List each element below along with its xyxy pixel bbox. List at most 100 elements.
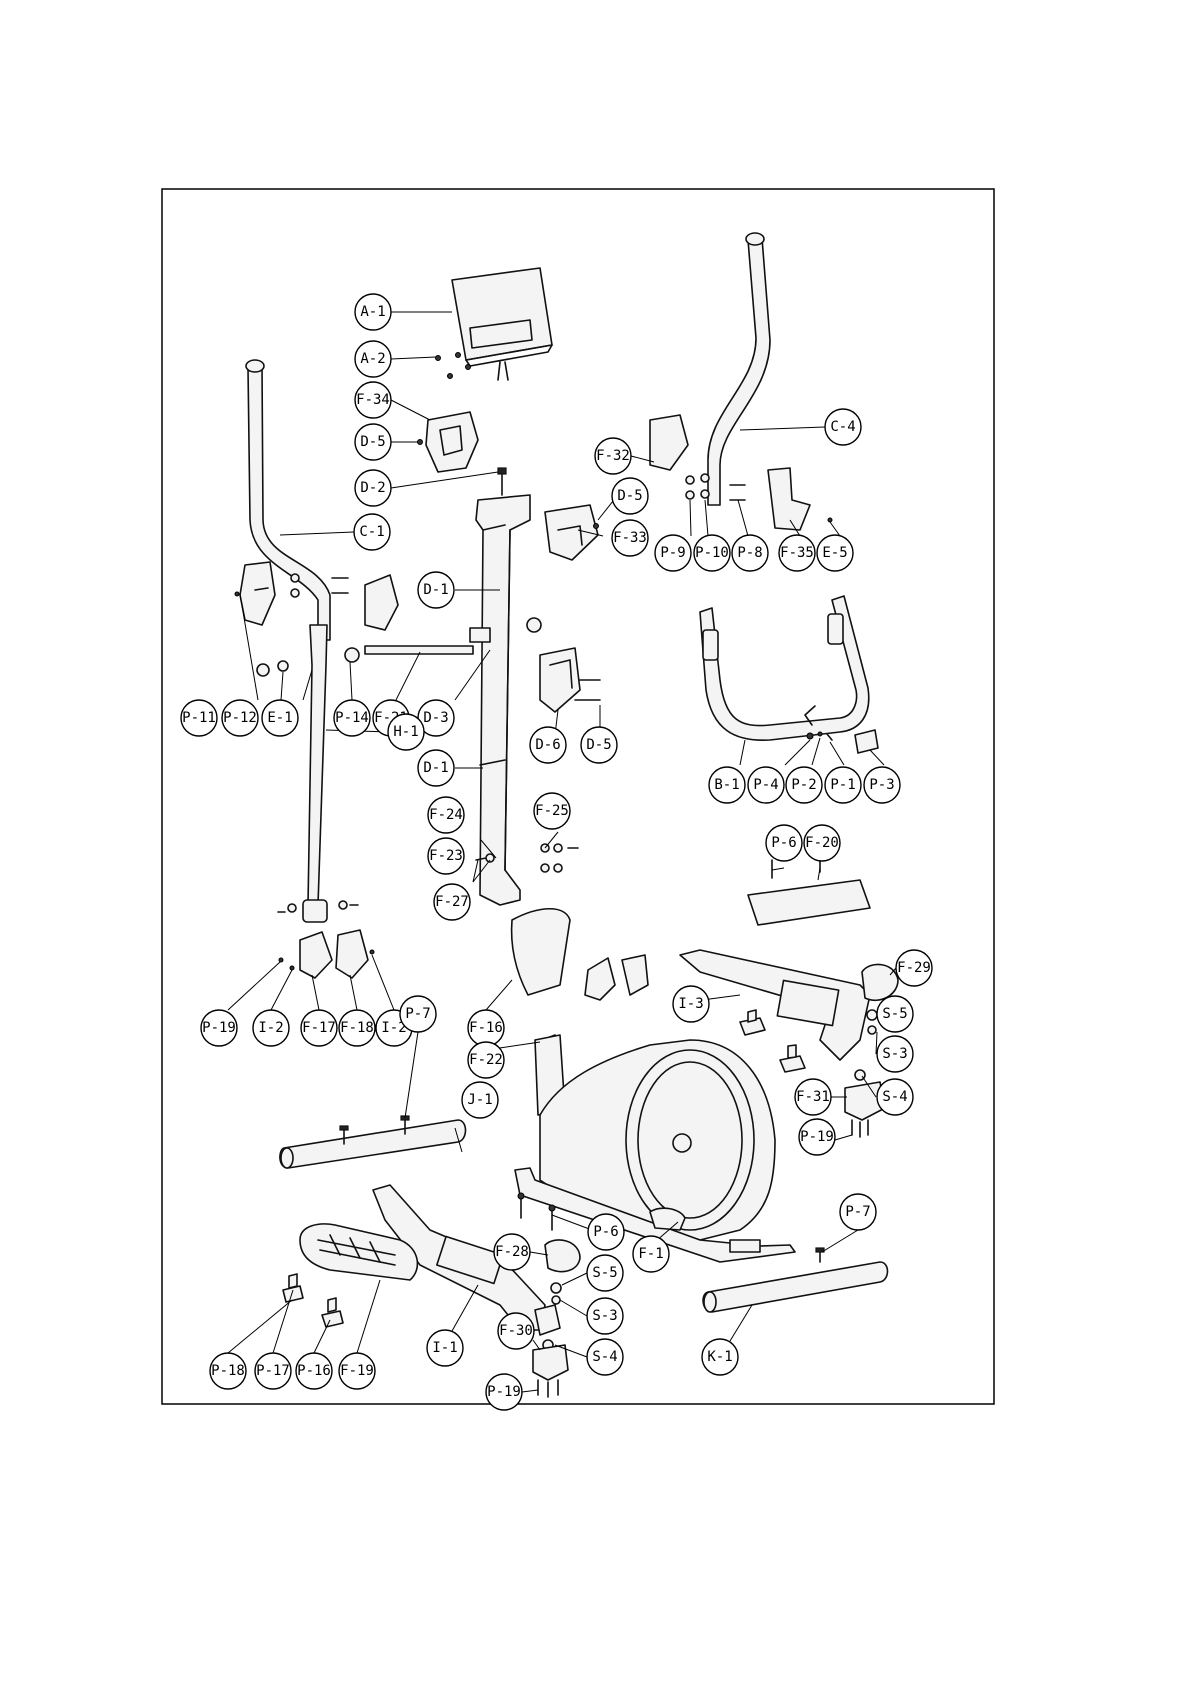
callout-e5-label: E-5	[822, 545, 847, 561]
f28-cap-part	[544, 1239, 581, 1273]
callout-s4-left-label: S-4	[592, 1349, 617, 1365]
f35-cover-part	[767, 467, 811, 531]
rear-stabilizer-part	[702, 1247, 889, 1313]
callout-d2-label: D-2	[360, 480, 385, 496]
main-frame-part	[514, 1034, 796, 1263]
callout-f18: F-18	[338, 1009, 376, 1047]
callout-k1: K-1	[701, 1338, 739, 1376]
right-screws-part	[851, 1119, 869, 1138]
callout-c4-label: C-4	[830, 419, 855, 435]
callout-e5: E-5	[816, 534, 854, 572]
callout-d2: D-2	[354, 469, 392, 507]
callout-p7-left: P-7	[399, 995, 437, 1033]
callout-p12-label: P-12	[223, 710, 257, 726]
leader-lines	[227, 311, 897, 1393]
callout-p1: P-1	[824, 766, 862, 804]
callout-d3: D-3	[417, 699, 455, 737]
callout-f30: F-30	[497, 1312, 535, 1350]
callout-p6-top: P-6	[765, 824, 803, 862]
d5-screw-right-part	[593, 523, 599, 529]
callout-f27: F-27	[433, 883, 471, 921]
callout-h1-label: H-1	[393, 724, 418, 740]
pulse-sensor-part	[806, 729, 879, 754]
callout-d1-top: D-1	[417, 571, 455, 609]
callout-p9: P-9	[654, 534, 692, 572]
console-screws-part	[435, 352, 471, 379]
callout-p12: P-12	[221, 699, 259, 737]
callout-f18-label: F-18	[340, 1020, 374, 1036]
callout-p19-bottom: P-19	[485, 1373, 523, 1411]
callout-f32: F-32	[594, 437, 632, 475]
callout-f16: F-16	[467, 1009, 505, 1047]
callout-f19: F-19	[338, 1352, 376, 1390]
callout-s4-right-label: S-4	[882, 1089, 907, 1105]
callout-f1-label: F-1	[638, 1246, 663, 1262]
callout-f29-label: F-29	[897, 960, 931, 976]
callout-d1-top-label: D-1	[423, 582, 448, 598]
callout-a2: A-2	[354, 340, 392, 378]
callout-d5-mid-label: D-5	[586, 737, 611, 753]
callout-f35: F-35	[778, 534, 816, 572]
callout-d5-right: D-5	[611, 477, 649, 515]
f33-cover-part	[544, 504, 599, 561]
f30-cover-part	[532, 1344, 569, 1381]
callout-f24-label: F-24	[429, 807, 463, 823]
d6-bracket-part	[539, 647, 601, 713]
callout-p1-label: P-1	[830, 777, 855, 793]
callout-a1: A-1	[354, 293, 392, 331]
callout-p14-label: P-14	[335, 710, 369, 726]
callout-f23-label: F-23	[429, 848, 463, 864]
d5-screw-part	[417, 439, 423, 445]
console-part	[451, 267, 553, 381]
callout-s3-left-label: S-3	[592, 1308, 617, 1324]
callout-d3-label: D-3	[423, 710, 448, 726]
right-arm-part	[707, 232, 771, 506]
main-post-part	[475, 494, 531, 906]
callout-d5-mid: D-5	[580, 726, 618, 764]
callout-b1-label: B-1	[714, 777, 739, 793]
callout-s3-right: S-3	[876, 1035, 914, 1073]
left-upper-cover-part	[239, 561, 276, 626]
rear-cover-part	[510, 908, 571, 996]
left-arm-part	[245, 359, 331, 641]
callout-f23: F-23	[427, 837, 465, 875]
callout-f30-label: F-30	[499, 1323, 533, 1339]
right-pedal-arm-part	[679, 949, 871, 1061]
callout-j1: J-1	[461, 1081, 499, 1119]
frame-bolts-part	[517, 1192, 556, 1231]
rear-small-covers-part	[584, 954, 649, 1001]
callout-i3: I-3	[672, 985, 710, 1023]
callout-f1: F-1	[632, 1235, 670, 1273]
callout-d5-right-label: D-5	[617, 488, 642, 504]
callout-f32-label: F-32	[596, 448, 630, 464]
callout-f34: F-34	[354, 381, 392, 419]
callout-d1-bottom-label: D-1	[423, 760, 448, 776]
callout-s5-left: S-5	[586, 1254, 624, 1292]
callout-i1: I-1	[426, 1329, 464, 1367]
callout-p10-label: P-10	[695, 545, 729, 561]
callout-f29: F-29	[895, 949, 933, 987]
callout-b1: B-1	[708, 766, 746, 804]
callout-p9-label: P-9	[660, 545, 685, 561]
callout-p19-right-label: P-19	[800, 1129, 834, 1145]
callout-p8-label: P-8	[737, 545, 762, 561]
callout-p2-label: P-2	[791, 777, 816, 793]
callout-f17: F-17	[300, 1009, 338, 1047]
post-fasteners-part	[475, 843, 579, 873]
bracket-cover-part	[425, 411, 479, 473]
left-pivot-cover-part	[364, 574, 399, 631]
callout-f28-label: F-28	[495, 1244, 529, 1260]
arm-fasteners-part	[685, 473, 833, 523]
callout-d6: D-6	[529, 726, 567, 764]
f29-cap-part	[861, 963, 899, 1002]
axle-part	[256, 617, 542, 677]
callout-p6-top-label: P-6	[771, 835, 796, 851]
callout-h1: H-1	[387, 713, 425, 751]
callout-f31: F-31	[794, 1078, 832, 1116]
callout-i1-label: I-1	[432, 1340, 457, 1356]
callout-i2-left-label: I-2	[258, 1020, 283, 1036]
front-stabilizer-part	[279, 1115, 467, 1169]
lower-left-covers-part	[277, 900, 375, 979]
callout-f33-label: F-33	[613, 530, 647, 546]
